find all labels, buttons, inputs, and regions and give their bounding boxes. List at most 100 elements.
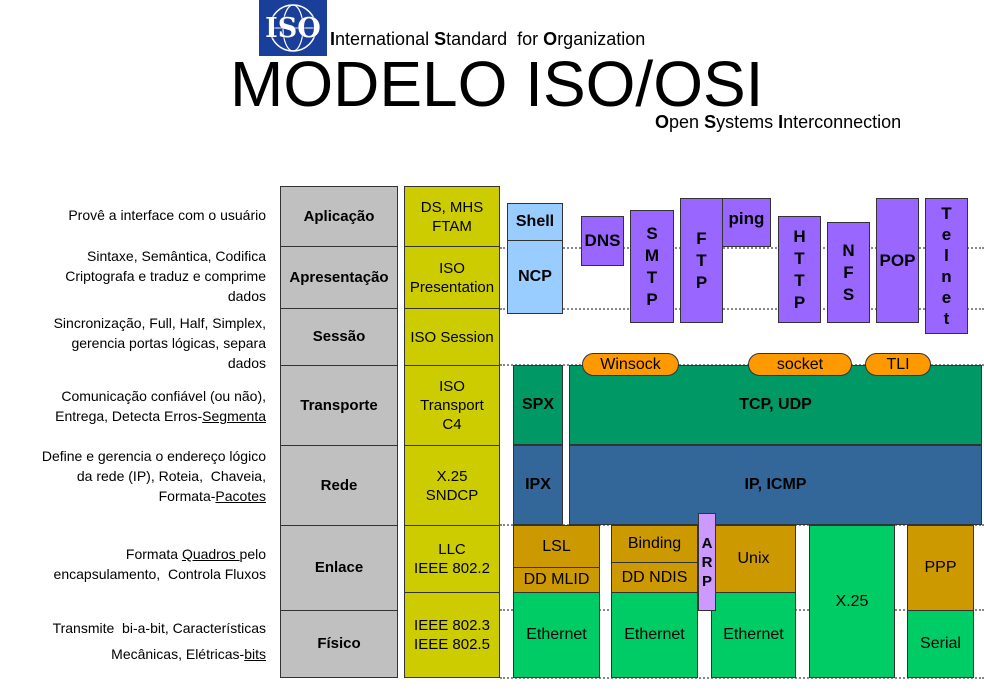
tcp-udp-box: TCP, UDP — [569, 365, 982, 445]
subtitle-part: O — [655, 112, 670, 132]
layer-transport: Transporte — [280, 365, 398, 446]
subtitle-part: O — [543, 29, 558, 49]
layer-physical: Físico — [280, 610, 398, 678]
dd-ndis-box: DD NDIS — [611, 562, 698, 593]
ethernet-box: Ethernet — [513, 592, 600, 678]
winsock-api: Winsock — [582, 353, 679, 376]
protocol-line: SNDCP — [425, 486, 479, 504]
layer-description: Formata Quadros pelo encapsulamento, Cont… — [54, 544, 266, 584]
subtitle-part: tandard for — [446, 29, 544, 49]
description-line: gerencia portas lógicas, separa — [71, 335, 266, 351]
ping-box: ping — [722, 198, 771, 247]
description-line: dados — [227, 355, 266, 371]
unix-box: Unix — [711, 525, 796, 593]
description-line: Mecânicas, Elétricas-bits — [53, 641, 266, 667]
arp-box: ARP — [698, 513, 716, 611]
protocol-line: ISO — [439, 378, 465, 395]
telnet-box: Telnet — [925, 198, 968, 334]
globe-icon — [269, 4, 317, 52]
smtp-box: SMTP — [630, 210, 674, 323]
subtitle-part: I — [778, 112, 784, 132]
layer-description: Provê a interface com o usuário — [68, 205, 266, 225]
page-title: MODELO ISO/OSI — [230, 48, 764, 120]
description-line: da rede (IP), Roteia, Chaveia, — [76, 468, 266, 484]
layer-presentation: Apresentação — [280, 246, 398, 309]
description-text: Mecânicas, Elétricas- — [111, 646, 245, 662]
description-text: Formata- — [158, 488, 216, 504]
ncp-box: NCP — [507, 240, 563, 314]
protocol-line: IEEE 802.5 — [414, 636, 490, 653]
protocol-line: IEEE 802.2 — [414, 560, 490, 577]
layer-description: Define e gerencia o endereço lógico da re… — [42, 446, 266, 506]
description-line: Sincronização, Full, Half, Simplex, — [53, 315, 266, 331]
description-line: Provê a interface com o usuário — [68, 207, 266, 223]
ethernet-box: Ethernet — [611, 592, 698, 678]
dd-mlid-box: DD MLID — [513, 567, 600, 593]
description-keyword: Pacotes — [215, 488, 266, 504]
protocol-line: C4 — [442, 416, 462, 433]
ip-icmp-box: IP, ICMP — [569, 445, 982, 525]
layer-application: Aplicação — [280, 186, 398, 247]
description-line: Sintaxe, Semântica, Codifica — [87, 248, 266, 264]
layer-session: Sessão — [280, 308, 398, 366]
layer-description: Sincronização, Full, Half, Simplex, geren… — [54, 313, 266, 373]
protocol-line: IEEE 802.3 — [414, 617, 490, 634]
description-line: encapsulamento, Controla Fluxos — [53, 566, 266, 582]
tli-api: TLI — [865, 353, 931, 376]
protocol-line: DS, MHS — [420, 198, 484, 216]
shell-box: Shell — [507, 203, 563, 241]
description-keyword: Segmenta — [202, 408, 266, 424]
description-keyword: Quadros — [181, 546, 240, 562]
ppp-box: PPP — [907, 525, 974, 611]
subtitle-part: ystems — [716, 112, 779, 132]
ipx-box: IPX — [513, 445, 563, 525]
subtitle-part: pen — [669, 112, 705, 132]
description-line: Entrega, Detecta Erros-Segmenta — [55, 406, 266, 426]
socket-api: socket — [748, 353, 852, 376]
dns-box: DNS — [581, 216, 624, 266]
serial-box: Serial — [907, 610, 974, 678]
description-text: Formata — [125, 546, 182, 562]
layer-description: Comunicação confiável (ou não), Entrega, … — [55, 386, 266, 426]
subtitle-part: S — [434, 29, 447, 49]
separator — [500, 677, 984, 679]
protocol-line: X.25 — [436, 467, 468, 485]
description-text: pelo — [239, 546, 266, 562]
subtitle-part: I — [330, 29, 336, 49]
description-keyword: bits — [244, 646, 266, 662]
subtitle-part: S — [704, 112, 717, 132]
separator — [500, 247, 984, 249]
subtitle-part: nternational — [335, 29, 435, 49]
protocol-line: LLC — [438, 541, 466, 558]
spx-box: SPX — [513, 365, 563, 445]
pop-box: POP — [876, 198, 919, 323]
binding-box: Binding — [611, 525, 698, 563]
description-line: dados — [227, 288, 266, 304]
ftp-box: FTP — [680, 198, 723, 323]
iso-session: ISO Session — [404, 308, 500, 366]
description-line: Transmite bi-a-bit, Características — [52, 620, 266, 636]
description-text: Entrega, Detecta Erros- — [55, 408, 203, 424]
osi-subtitle: Open Systems Interconnection — [655, 112, 901, 133]
http-box: HTTP — [778, 216, 821, 323]
layer-network: Rede — [280, 445, 398, 526]
iso-llc: LLC IEEE 802.2 — [404, 525, 500, 593]
layer-datalink: Enlace — [280, 525, 398, 611]
iso-logo: ISO — [259, 0, 327, 56]
lsl-box: LSL — [513, 525, 600, 568]
subtitle-part: nterconnection — [783, 112, 902, 132]
protocol-line: FTAM — [432, 217, 472, 235]
description-line: Define e gerencia o endereço lógico — [41, 448, 266, 464]
description-line: Comunicação confiável (ou não), — [61, 388, 266, 404]
description-line: Formata-Pacotes — [42, 486, 266, 506]
description-line: Formata Quadros pelo — [54, 544, 266, 564]
protocol-line: ISO — [439, 259, 465, 277]
subtitle: International Standard for Organization — [330, 29, 645, 50]
